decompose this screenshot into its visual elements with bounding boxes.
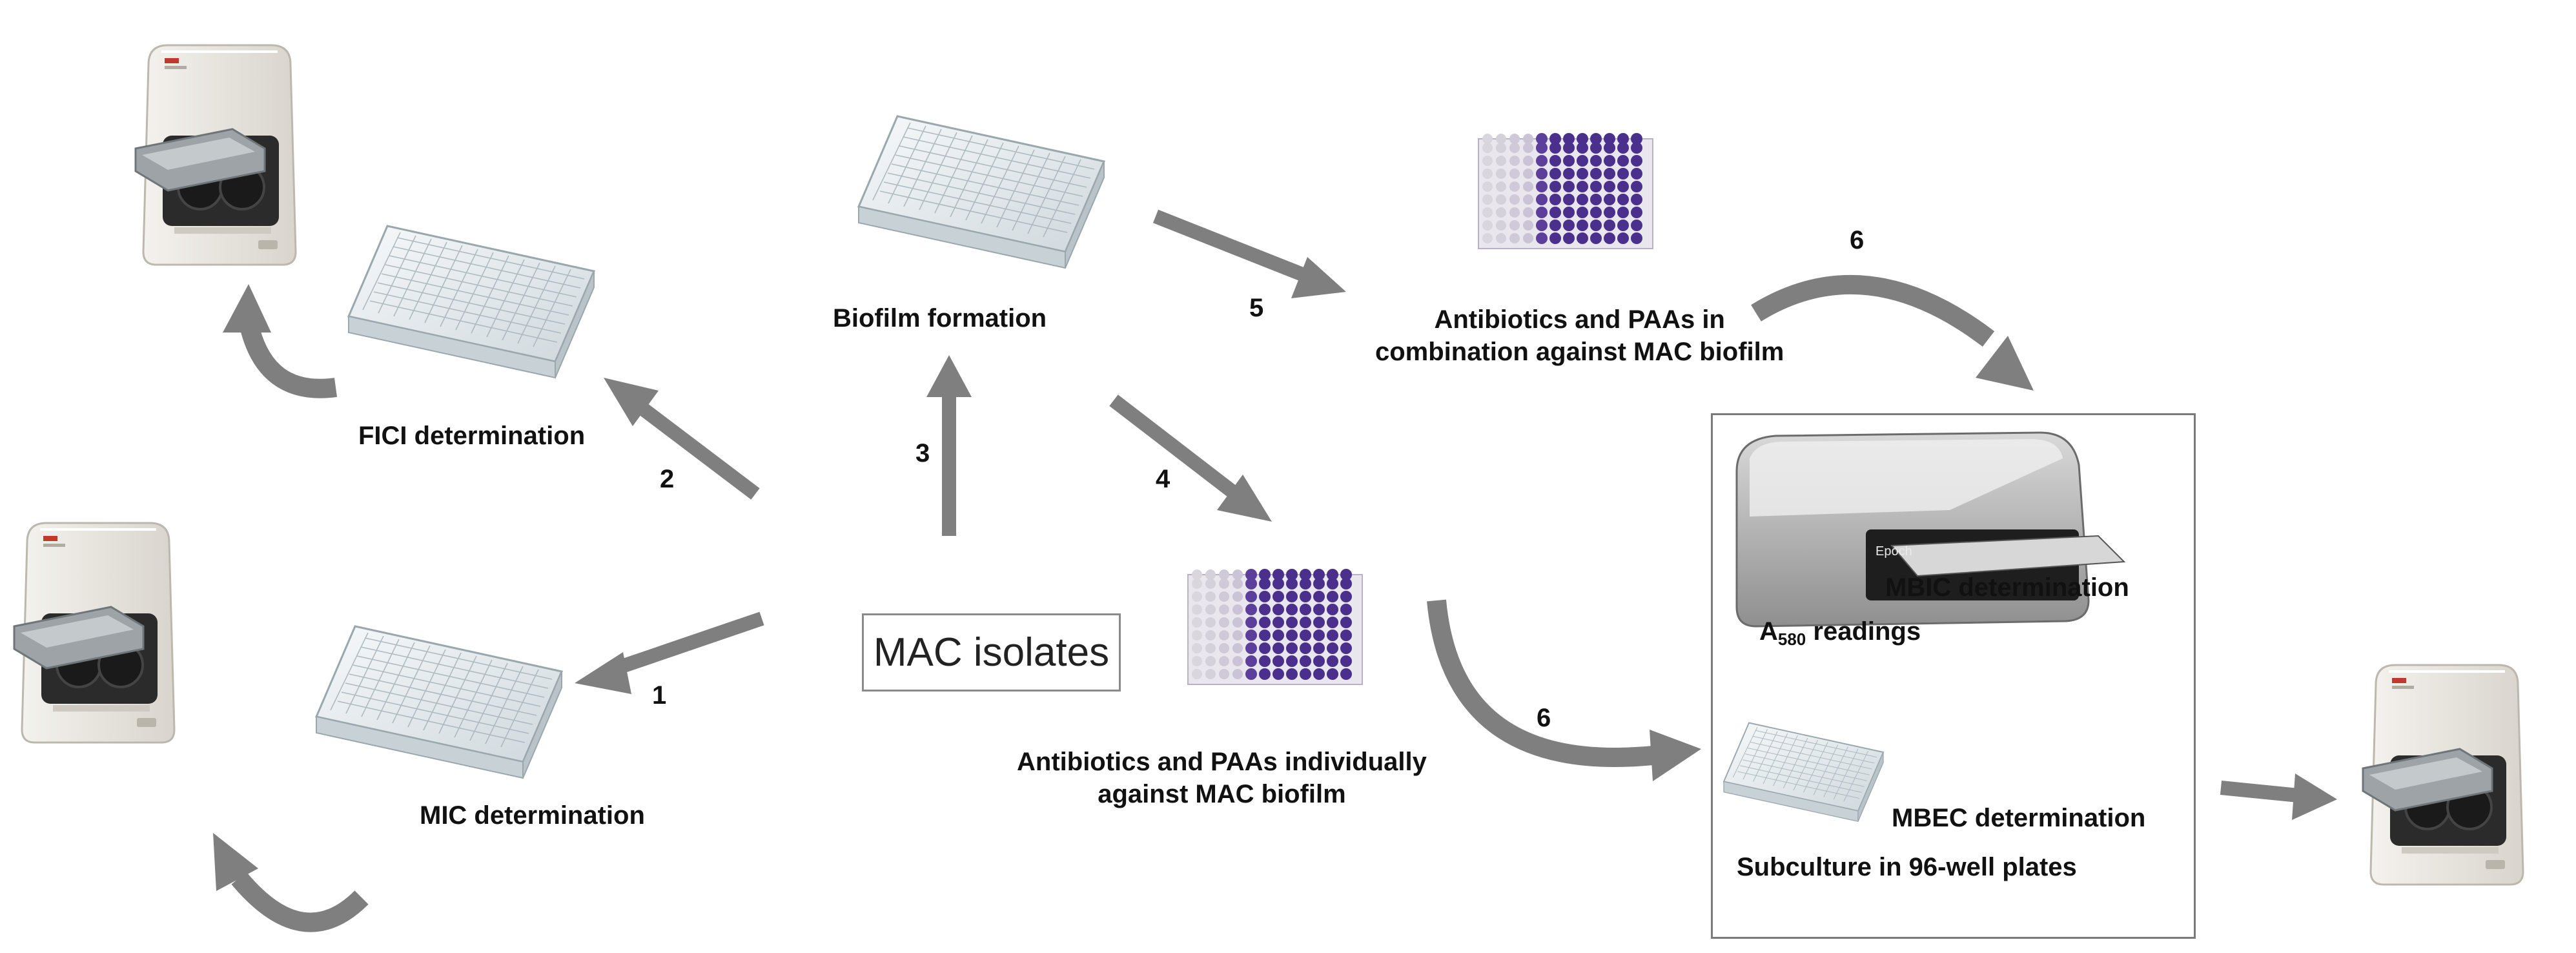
arrow-icon xyxy=(2220,774,2337,820)
mac-isolates-label: MAC isolates xyxy=(873,630,1110,675)
arrow-icon xyxy=(1152,209,1346,298)
step-6-upper: 6 xyxy=(1850,226,1865,254)
curved-arrow-icon xyxy=(1751,274,2034,391)
epoch-reader-icon: Epoch xyxy=(1735,431,2126,628)
a580-subscript: 580 xyxy=(1777,630,1806,649)
stained-plate-icon xyxy=(1188,569,1362,684)
combination-label: Antibiotics and PAAs in combination agai… xyxy=(1375,303,1784,368)
a580-suffix: readings xyxy=(1806,617,1921,646)
microplate-reader-icon xyxy=(2362,664,2524,886)
96-well-plate-icon xyxy=(347,225,595,379)
mic-label: MIC determination xyxy=(420,801,645,830)
stained-plate-icon xyxy=(1478,133,1653,249)
step-2: 2 xyxy=(660,465,675,493)
mbec-label: MBEC determination xyxy=(1892,804,2146,832)
individual-label: Antibiotics and PAAs individually agains… xyxy=(1017,746,1427,810)
step-5: 5 xyxy=(1249,294,1264,322)
biofilm-formation-label: Biofilm formation xyxy=(833,304,1047,333)
curved-arrow-icon xyxy=(223,284,338,398)
arrow-icon xyxy=(575,611,764,694)
combination-line-2: combination against MAC biofilm xyxy=(1375,338,1784,366)
results-box xyxy=(1711,413,2196,939)
fici-label: FICI determination xyxy=(358,422,586,450)
epoch-brand-text: Epoch xyxy=(1876,544,1912,558)
step-1: 1 xyxy=(652,681,667,710)
96-well-plate-icon xyxy=(857,115,1105,269)
individual-line-1: Antibiotics and PAAs individually xyxy=(1017,748,1427,776)
combination-line-1: Antibiotics and PAAs in xyxy=(1434,305,1725,334)
mac-isolates-box: MAC isolates xyxy=(862,613,1121,692)
step-6-lower: 6 xyxy=(1537,704,1551,732)
arrow-icon xyxy=(1109,395,1272,522)
microplate-reader-icon xyxy=(134,44,297,266)
curved-arrows xyxy=(213,274,2034,932)
arrows xyxy=(575,209,2337,820)
96-well-plate-icon xyxy=(315,625,563,779)
subculture-label: Subculture in 96-well plates xyxy=(1737,853,2077,881)
step-4: 4 xyxy=(1156,465,1170,493)
step-3: 3 xyxy=(915,439,930,467)
curved-arrow-icon xyxy=(213,833,369,932)
arrow-icon xyxy=(604,378,760,500)
curved-arrow-icon xyxy=(1427,599,1701,781)
arrow-icon xyxy=(926,355,972,536)
individual-line-2: against MAC biofilm xyxy=(1098,780,1346,808)
mbic-label: MBIC determination xyxy=(1885,573,2129,602)
a580-readings-label: A580 readings xyxy=(1759,615,1921,650)
microplate-reader-icon xyxy=(13,522,176,744)
a580-prefix: A xyxy=(1759,617,1778,646)
